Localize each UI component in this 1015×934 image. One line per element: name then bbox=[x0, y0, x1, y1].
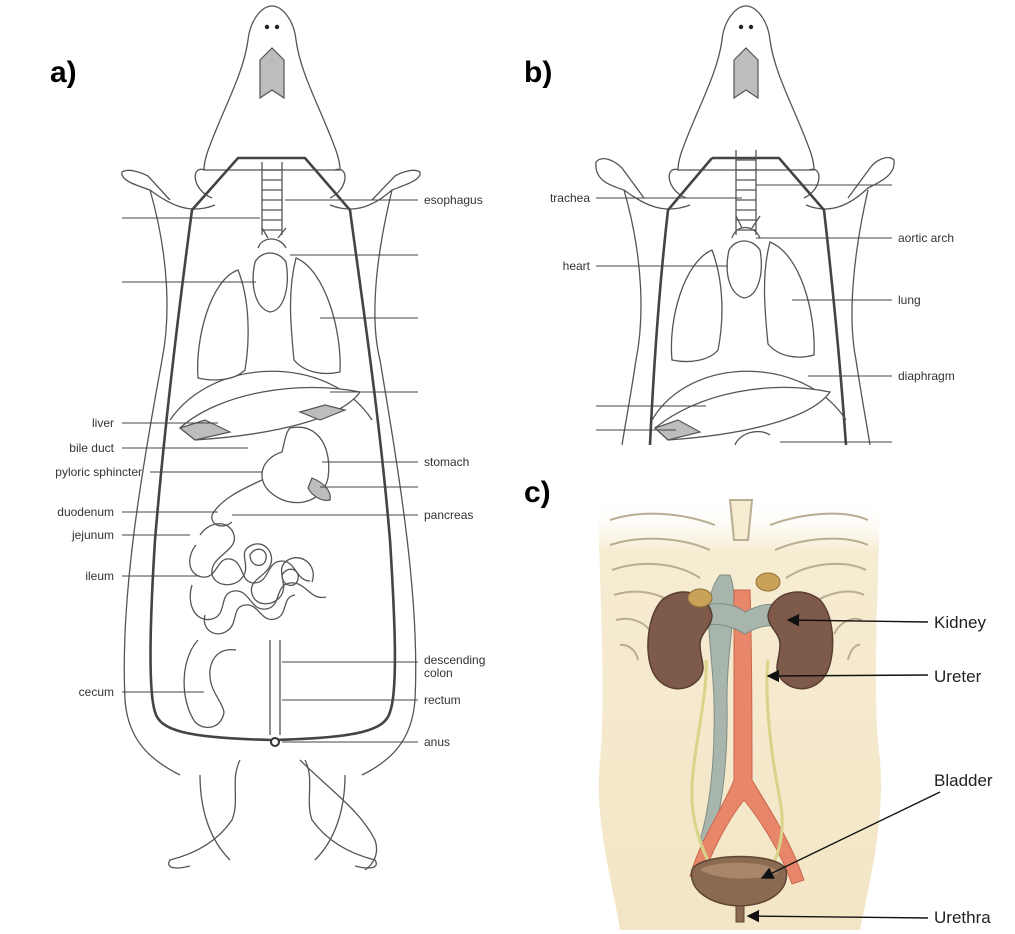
rat-a-lung-left bbox=[198, 270, 249, 380]
rat-a-cecum bbox=[184, 640, 236, 727]
panel-b: b) tr bbox=[524, 6, 955, 445]
label-esophagus: esophagus bbox=[424, 193, 483, 207]
label-heart: heart bbox=[563, 259, 591, 273]
label-cecum: cecum bbox=[79, 685, 114, 699]
rat-a-body-cavity bbox=[150, 158, 394, 740]
rat-a-hindlimb bbox=[169, 760, 240, 868]
label-anus: anus bbox=[424, 735, 450, 749]
rat-a-heart bbox=[253, 253, 287, 312]
label-duodenum: duodenum bbox=[57, 505, 114, 519]
rat-a-small-intestine bbox=[190, 524, 326, 634]
label-lung: lung bbox=[898, 293, 921, 307]
urethra bbox=[736, 906, 744, 922]
rat-a-lung-right bbox=[291, 258, 341, 374]
human-sternum bbox=[730, 500, 752, 540]
label-diaphragm: diaphragm bbox=[898, 369, 955, 383]
rat-a-ear bbox=[195, 169, 212, 198]
label-pyloric-sphincter: pyloric sphincter bbox=[55, 465, 142, 479]
label-pancreas: pancreas bbox=[424, 508, 473, 522]
rat-a-mouth bbox=[260, 48, 284, 98]
panel-a-letter: a) bbox=[50, 56, 77, 89]
rat-a-nostril bbox=[265, 25, 269, 29]
rat-b-lung-left bbox=[671, 250, 722, 362]
panel-c-letter: c) bbox=[524, 476, 551, 509]
label-descending-colon-line1: descending bbox=[424, 653, 485, 667]
rat-b-nostril bbox=[749, 25, 753, 29]
rat-b-forelimb bbox=[806, 158, 894, 209]
label-kidney: Kidney bbox=[934, 613, 986, 632]
label-ileum: ileum bbox=[85, 569, 114, 583]
panel-c: c) bbox=[524, 476, 993, 930]
rat-a-duodenum bbox=[212, 480, 262, 526]
panel-a: a) bbox=[50, 6, 485, 870]
label-ureter: Ureter bbox=[934, 667, 982, 686]
rat-b-nostril bbox=[739, 25, 743, 29]
label-descending-colon-line2: colon bbox=[424, 666, 453, 680]
rat-b-heart bbox=[727, 241, 761, 298]
rat-a-nostril bbox=[275, 25, 279, 29]
label-jejunum: jejunum bbox=[71, 528, 114, 542]
label-bile-duct: bile duct bbox=[69, 441, 114, 455]
label-bladder: Bladder bbox=[934, 771, 993, 790]
label-trachea: trachea bbox=[550, 191, 590, 205]
adrenal-gland-left bbox=[688, 589, 712, 607]
rat-a-hindlimb bbox=[305, 760, 376, 868]
rat-b-stomach-edge bbox=[735, 432, 770, 445]
rat-a-tail bbox=[300, 760, 377, 870]
rat-a-descending-colon bbox=[270, 640, 280, 735]
rat-a-anus bbox=[271, 738, 279, 746]
rat-b-mouth bbox=[734, 48, 758, 98]
panel-b-letter: b) bbox=[524, 56, 552, 89]
label-urethra: Urethra bbox=[934, 908, 991, 927]
rat-a-trachea bbox=[262, 162, 282, 235]
label-stomach: stomach bbox=[424, 455, 469, 469]
label-rectum: rectum bbox=[424, 693, 461, 707]
label-aortic-arch: aortic arch bbox=[898, 231, 954, 245]
adrenal-gland-right bbox=[756, 573, 780, 591]
label-liver: liver bbox=[92, 416, 114, 430]
